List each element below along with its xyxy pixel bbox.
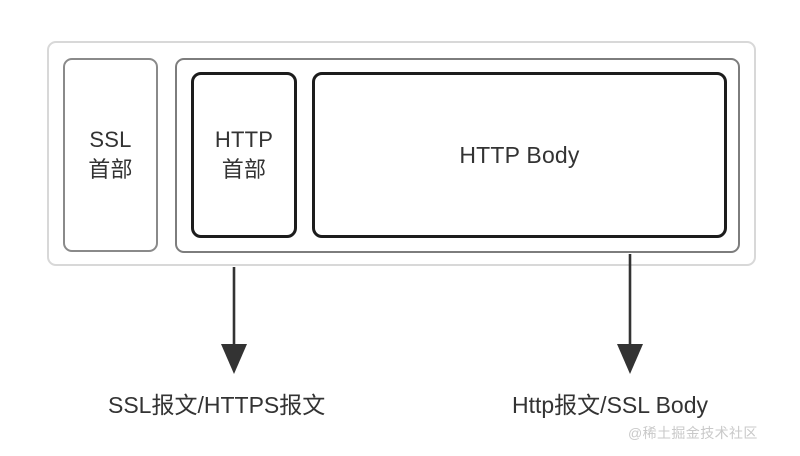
http-body-label: HTTP Body	[459, 142, 580, 168]
left-arrow	[221, 267, 247, 374]
http-body-box: HTTP Body	[312, 72, 727, 238]
http-header-box: HTTP 首部	[191, 72, 297, 238]
right-annotation-caption: Http报文/SSL Body	[512, 392, 709, 418]
ssl-header-box: SSL 首部	[63, 58, 158, 252]
left-annotation-caption: SSL报文/HTTPS报文	[108, 392, 326, 418]
http-header-label: HTTP 首部	[214, 127, 274, 182]
right-arrow	[617, 254, 643, 374]
watermark: @稀土掘金技术社区	[628, 425, 758, 441]
ssl-header-label: SSL 首部	[88, 127, 133, 182]
